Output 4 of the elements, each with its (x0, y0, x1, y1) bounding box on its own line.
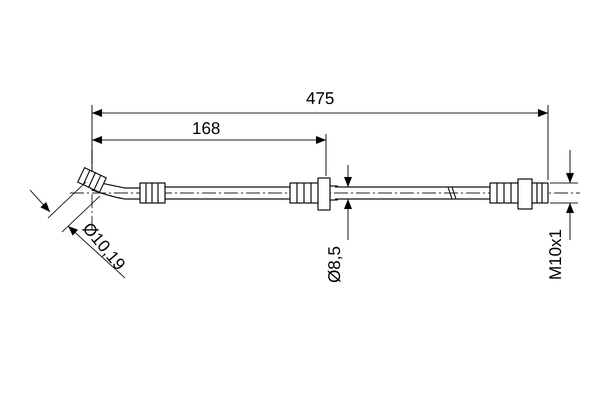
dimension-label: 168 (192, 120, 220, 137)
dimension-label: Ø8,5 (326, 246, 343, 283)
dimension-label: 475 (306, 90, 334, 107)
dimension-label: M10x1 (547, 228, 564, 280)
